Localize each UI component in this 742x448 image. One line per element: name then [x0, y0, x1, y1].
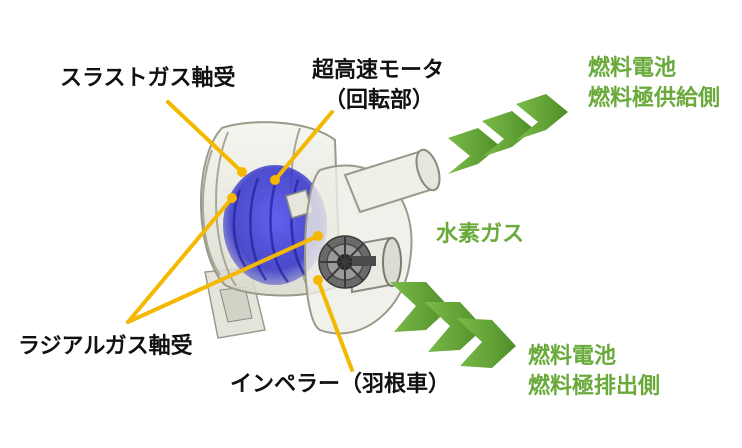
shaft — [352, 256, 376, 266]
label-radial-bearing: ラジアルガス軸受 — [18, 334, 193, 360]
blower-body — [201, 122, 444, 338]
leader-dot — [270, 175, 280, 185]
label-motor-line2: （回転部） — [324, 88, 434, 114]
label-thrust-bearing: スラストガス軸受 — [60, 66, 236, 92]
label-supply-line2: 燃料極供給側 — [588, 86, 720, 112]
label-impeller: インペラー（羽根車） — [230, 372, 450, 398]
label-motor-line1: 超高速モータ — [312, 58, 444, 84]
leader-dot — [227, 193, 237, 203]
leader-dot — [313, 231, 323, 241]
leader-dot — [237, 167, 247, 177]
outlet-opening — [383, 238, 401, 286]
exhaust-flow-arrows — [390, 282, 516, 368]
label-supply-line1: 燃料電池 — [588, 56, 676, 82]
label-hydrogen: 水素ガス — [436, 222, 524, 248]
label-exhaust-line1: 燃料電池 — [528, 344, 616, 370]
label-exhaust-line2: 燃料極排出側 — [528, 374, 660, 400]
leader-dot — [313, 275, 323, 285]
supply-flow-arrows — [448, 94, 568, 174]
